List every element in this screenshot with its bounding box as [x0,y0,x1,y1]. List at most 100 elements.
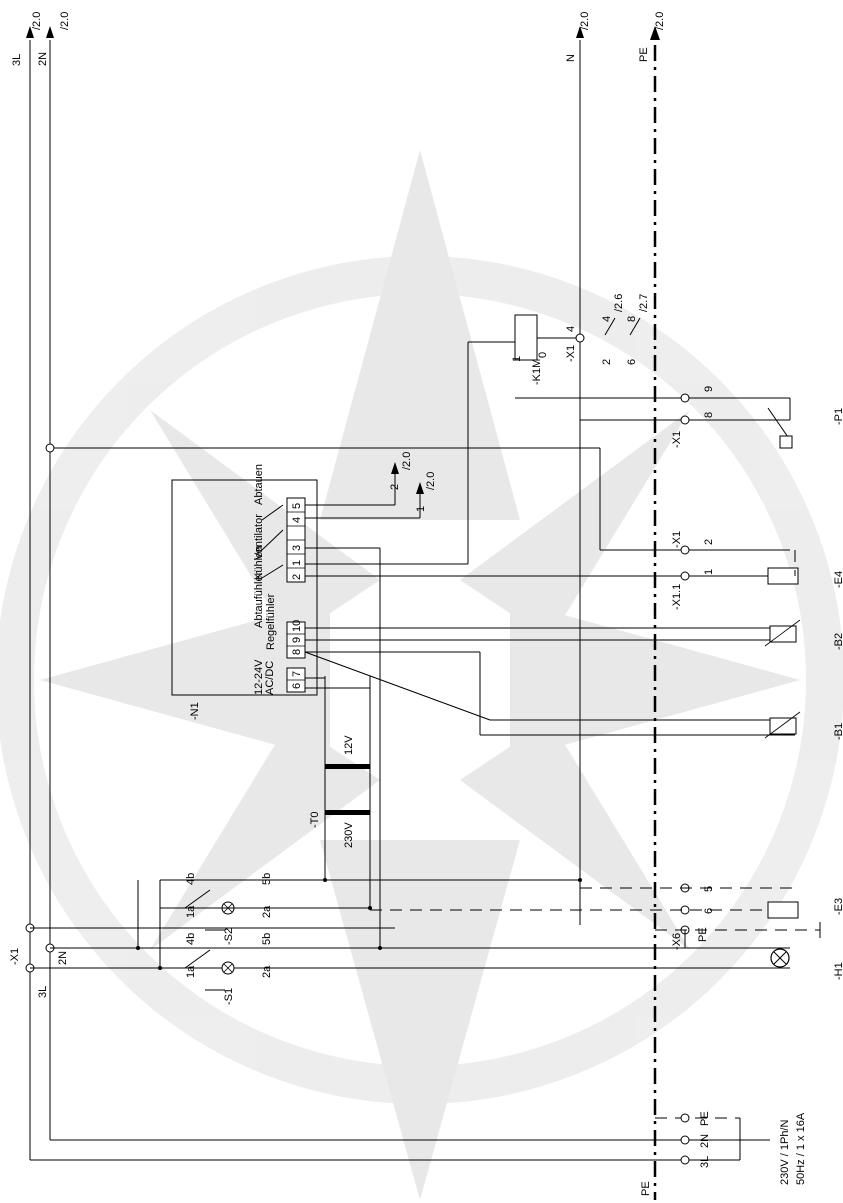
sensor-b2 [769,625,797,643]
transformer-label: -T0 [309,812,321,829]
heater-e3 [767,901,799,919]
pin-8: 8 [291,649,303,655]
relay-contact-6: 6 [626,359,638,365]
switch-s2-1a: 1a [185,905,197,918]
switch-s2-label: -S2 [223,928,235,945]
supply-line2: 50Hz / 1 x 16A [795,1112,807,1185]
transformer-secondary: 12V [343,735,355,755]
bus-2N-label: 2N [37,52,49,66]
x1-pin-9: 9 [703,386,715,392]
heater-e4 [767,567,799,585]
switch-s1-5b: 5b [261,933,273,945]
switch-s1-label: -S1 [223,988,235,1005]
bus-N-label: N [565,54,577,62]
relay-ref-1: /2.6 [613,294,625,312]
switch-s1-2a: 2a [261,965,273,978]
switch-s2: -S2 1a 4b 5b 2a [160,873,370,945]
pin-9: 9 [291,637,303,643]
switch-s2-2a: 2a [261,905,273,918]
terminal-strip-x1-left: -X1 3L 2N [9,923,69,998]
ref-out-1: 1 [415,506,427,512]
bus-2N: 2N /2.0 [37,12,71,1140]
watermark-logo [0,150,843,1200]
ref-out-2: 2 [389,484,401,490]
relay-x1-pin: 4 [565,326,577,332]
controller-supply-2: AC/DC [264,661,276,695]
controller-output-abtauen: Abtauen [253,464,265,505]
x6-pe: PE [697,927,709,942]
controller-n1: -N1 12-24V AC/DC 7 6 8 9 10 Abtaufühler … [171,464,318,720]
relay-label: -K1M [531,359,543,385]
controller-output-kuehlen: Kühlen [253,546,265,580]
relay-ref-2: /2.7 [638,294,650,312]
bus-3L-ref: /2.0 [31,12,43,30]
x1-pin-8: 8 [703,412,715,418]
terminal-x6: -X6 PE [655,922,821,950]
supply-terminal-2N: 2N [699,1134,711,1148]
switch-s1-1a: 1a [185,965,197,978]
x1-left-3L: 3L [37,986,49,998]
bus-PE-ref: /2.0 [654,12,666,30]
ref-out-ref-a: /2.0 [401,452,413,470]
bus-PE-label: PE [638,47,650,62]
switch-s2-4b: 4b [185,873,197,885]
device-e3: -E3 [833,898,843,915]
pin-3: 3 [291,545,303,551]
bus-PE-bottom-label: PE [640,1181,652,1196]
device-labels: -H1 -E3 -B1 -B2 -E4 -P1 [833,408,843,980]
bus-3L-label: 3L [11,54,23,66]
x1-pin-1: 1 [703,569,715,575]
bus-3L: 3L /2.0 [11,12,43,1160]
relay-contact-2: 2 [601,359,613,365]
device-e4: -E4 [833,571,843,588]
x6-label: -X6 [671,933,683,950]
pin-10: 10 [291,620,303,632]
supply-line1: 230V / 1Ph/N [779,1120,791,1185]
relay-a1: 1 [511,356,523,362]
pin-5: 5 [291,503,303,509]
bus-2N-ref: /2.0 [59,12,71,30]
bus-PE: PE /2.0 PE [638,12,666,1200]
controller-output-ventilator: Ventilator [253,514,265,560]
pin-4: 4 [291,517,303,523]
relay-contact-4: 4 [601,316,613,322]
pin-6: 6 [291,683,303,689]
pin-1: 1 [291,560,303,566]
switch-s1-4b: 4b [185,933,197,945]
x1-left-label: -X1 [9,948,21,965]
device-b2: -B2 [833,633,843,650]
switch-s2-5b: 5b [261,873,273,885]
supply-terminal-PE: PE [699,1111,711,1126]
relay-a2: 0 [537,352,549,358]
pin-7: 7 [291,671,303,677]
relay-contact-8: 8 [626,316,638,322]
bus-N-ref: /2.0 [579,12,591,30]
transformer-t0: -T0 230V 12V [309,676,371,908]
x1-pin-5: 5 [703,886,715,892]
relay-k1m: -K1M 1 0 -X1 4 2 4 6 8 /2.6 /2.7 [511,294,650,385]
x1-right-label: -X1 [671,431,683,448]
device-b1: -B1 [833,723,843,740]
x1-left-2N: 2N [57,951,69,965]
controller-input-abtaufuehler: Abtaufühler [253,571,265,628]
ref-out-ref-b: /2.0 [425,472,437,490]
x1-right-label-2: -X1 [671,531,683,548]
relay-x1: -X1 [565,345,577,362]
transformer-primary: 230V [343,822,355,848]
terminals-x1-right: 9 8 -X1 2 -X1 -X1.1 1 5 6 [671,386,715,915]
x11-label: -X1.1 [671,584,683,610]
controller-supply-1: 12-24V [253,659,265,695]
pin-2: 2 [291,574,303,580]
x1-pin-2: 2 [703,539,715,545]
device-h1: -H1 [833,962,843,980]
lamp-h1 [770,948,790,968]
sensor-b1 [769,717,797,735]
x1-pin-6: 6 [703,908,715,914]
bus-N: N /2.0 [565,12,591,925]
supply-terminals: 3L 2N PE 230V / 1Ph/N 50Hz / 1 x 16A [30,1111,807,1185]
supply-terminal-3L: 3L [699,1156,711,1168]
ref-outputs: 2 1 /2.0 /2.0 [389,452,437,512]
controller-input-regelfuehler: Regelfühler [265,593,277,650]
device-p1: -P1 [833,408,843,425]
